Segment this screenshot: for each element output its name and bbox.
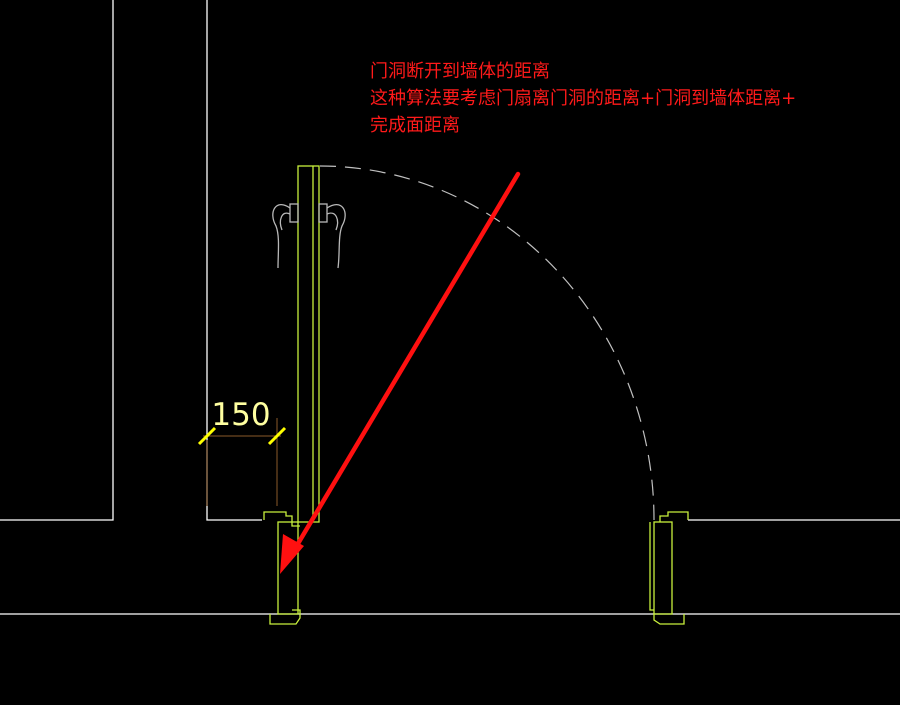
inner-wall-outline [206,0,262,521]
annotation-line-2: 这种算法要考虑门扇离门洞的距离+门洞到墙体距离+ [370,88,797,109]
dimension-label: 150 [211,397,270,433]
arrow-head [280,534,304,574]
door-panel [297,165,320,523]
dimension-tick-left [197,426,217,446]
dimension-tick-right [267,426,287,446]
right-door-frame [649,511,689,625]
door-handle-icon [272,203,346,269]
annotation-text: 门洞断开到墙体的距离 这种算法要考虑门扇离门洞的距离+门洞到墙体距离+ 完成面距… [370,58,796,139]
red-arrow [280,171,521,574]
dimension-150: 150 [197,397,287,506]
door-swing-arc [319,165,655,521]
annotation-line-3: 完成面距离 [370,115,460,136]
left-door-frame [263,511,301,625]
arrow-shaft [290,171,521,555]
annotation-line-1: 门洞断开到墙体的距离 [370,61,550,82]
left-wall-outline [0,0,114,521]
door-leaf [297,165,320,523]
walls [0,0,900,615]
